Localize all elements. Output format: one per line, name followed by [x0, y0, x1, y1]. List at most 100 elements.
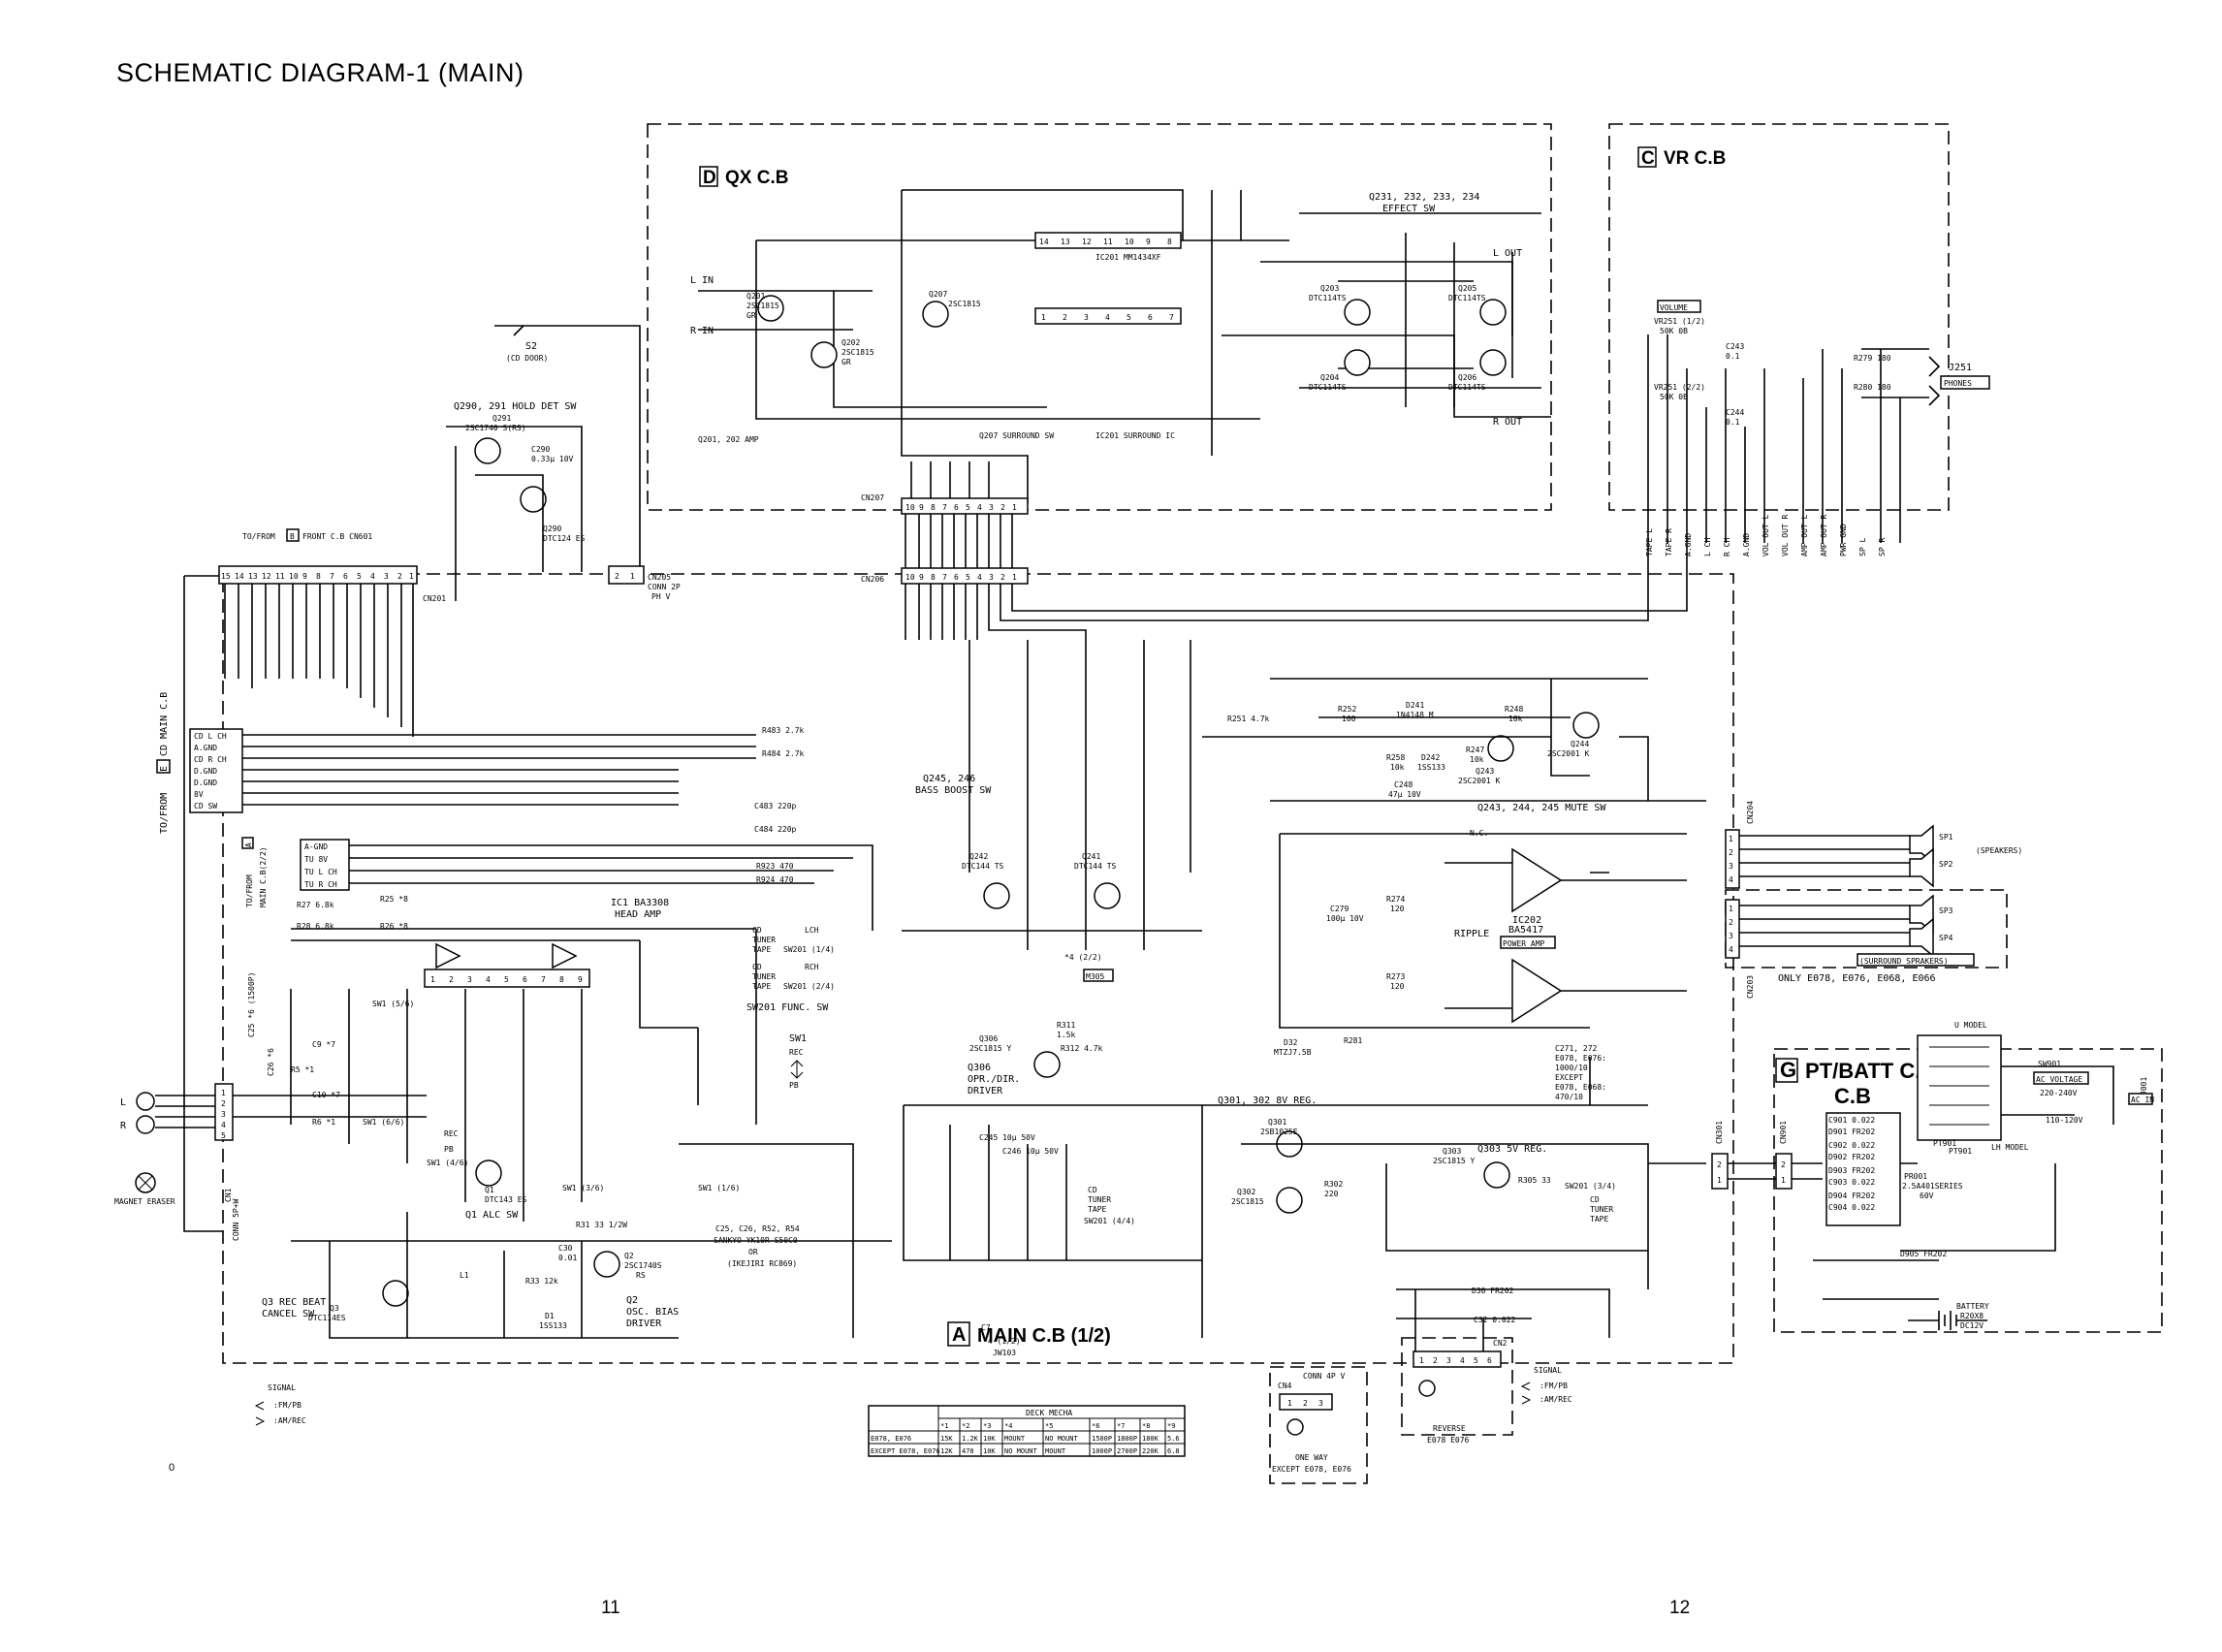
svg-text:DTC114TS: DTC114TS [1448, 383, 1486, 392]
l1-label: L1 [460, 1271, 469, 1280]
r311-val: 1.5k [1057, 1031, 1075, 1039]
svg-text:CN901: CN901 [1779, 1121, 1788, 1144]
r274-label: R274 [1386, 895, 1405, 904]
vr-wiring [1647, 334, 1929, 543]
q303-reg-label: Q303 5V REG. [1477, 1144, 1547, 1155]
mute-wiring [1202, 678, 1706, 802]
deck-table-cell: 470 [962, 1447, 974, 1455]
d32-label: D32 [1284, 1038, 1298, 1047]
c32-label: C32 0.022 [1474, 1316, 1516, 1324]
svg-text:E: E [159, 766, 170, 772]
svg-text:6: 6 [954, 503, 959, 512]
r-out-label: R OUT [1493, 417, 1522, 428]
cn206-connector: CN206 10 9 8 7 6 5 4 3 2 1 [861, 567, 1029, 585]
surround-speakers-label: (SURROUND SPRAKERS) [1857, 953, 1975, 967]
head-amp-label: HEAD AMP [615, 909, 661, 920]
qx-board-title: D QX C.B [699, 166, 788, 188]
ic202-label: IC202 [1512, 915, 1541, 926]
svg-text:DTC143 ES: DTC143 ES [485, 1195, 527, 1204]
svg-text:2: 2 [615, 572, 619, 581]
svg-text:TU R CH: TU R CH [304, 880, 337, 889]
svg-text:(CD DOOR): (CD DOOR) [506, 354, 548, 363]
svg-text:TAPE L: TAPE L [1645, 528, 1654, 556]
svg-text:R: R [120, 1121, 127, 1131]
svg-text:TAPE: TAPE [752, 982, 771, 991]
cn201-wires [224, 584, 414, 737]
page-number-left: 11 [601, 1598, 620, 1618]
d241-val: 1N4148 M [1396, 711, 1434, 719]
sw1-label: SW1 REC PB [789, 1033, 807, 1090]
svg-text:1: 1 [430, 975, 435, 984]
svg-text:Q201: Q201 [746, 292, 765, 301]
ic201-part: IC201 MM1434XF [1095, 253, 1161, 262]
r258-label: R258 [1386, 753, 1405, 762]
svg-text:9: 9 [302, 572, 307, 581]
s2-switch: S2 (CD DOOR) [494, 325, 641, 572]
d241-label: D241 [1406, 701, 1424, 710]
svg-text:REVERSE: REVERSE [1433, 1424, 1466, 1433]
svg-text:11: 11 [275, 572, 285, 581]
svg-text:Q306: Q306 [979, 1034, 998, 1043]
svg-text:3: 3 [1084, 313, 1089, 322]
svg-text:PHONES: PHONES [1944, 379, 1972, 388]
svg-text:10: 10 [905, 503, 915, 512]
c243-val: 0.1 [1726, 352, 1740, 361]
svg-text::AM/REC: :AM/REC [1540, 1395, 1572, 1404]
svg-text:2SC1815 Y: 2SC1815 Y [1433, 1157, 1476, 1165]
svg-text:MAIN C.B (1/2): MAIN C.B (1/2) [977, 1325, 1111, 1347]
deck-table-cell: 5.6 [1167, 1435, 1180, 1443]
svg-text:1: 1 [1729, 905, 1733, 913]
svg-text:DRIVER: DRIVER [968, 1086, 1003, 1096]
cn4-connector: CONN 4P V CN4 1 2 3 ONE WAY EXCEPT E078,… [1272, 1372, 1351, 1474]
deck-table-cell: 1000P [1092, 1447, 1112, 1455]
svg-text:SP R: SP R [1878, 538, 1887, 556]
svg-text:J001: J001 [2140, 1077, 2148, 1096]
svg-text:C902 0.022: C902 0.022 [1828, 1141, 1875, 1150]
svg-text:2SC1815: 2SC1815 [948, 300, 981, 308]
sw1-46-label: SW1 (4/6) [427, 1159, 468, 1167]
svg-text:D901 FR202: D901 FR202 [1828, 1128, 1875, 1136]
r274-val: 120 [1390, 905, 1405, 913]
c248-label: C248 [1394, 780, 1413, 789]
c290-label: C290 [531, 445, 550, 454]
svg-text:2: 2 [1303, 1399, 1308, 1408]
svg-text:AMP OUT R: AMP OUT R [1820, 514, 1828, 556]
cn301-cn901-wires [1728, 1162, 1823, 1180]
cn901-connector: 2 1 CN901 [1775, 1121, 1793, 1190]
sw1-56-label: SW1 (5/6) [372, 1000, 414, 1008]
svg-text:L CH: L CH [1703, 538, 1712, 556]
svg-text:Q3: Q3 [330, 1304, 339, 1313]
svg-text:G: G [1780, 1058, 1796, 1082]
svg-text:CN2: CN2 [1493, 1339, 1508, 1348]
c484-label: C484 220p [754, 825, 797, 834]
q205-transistor: Q205 DTC114TS [1448, 284, 1507, 326]
svg-text:D903 FR202: D903 FR202 [1828, 1166, 1875, 1175]
svg-text:AC VOLTAGE: AC VOLTAGE [2036, 1075, 2082, 1084]
svg-text:L: L [120, 1097, 126, 1108]
svg-text:C.B: C.B [1834, 1084, 1871, 1108]
c7-label: C7 [981, 1323, 991, 1332]
svg-text:PT901: PT901 [1949, 1147, 1972, 1156]
sw201-switch-14: CD TUNER TAPE SW201 (1/4) LCH [752, 926, 835, 954]
svg-text:Q306: Q306 [968, 1063, 991, 1073]
deck-table-cell: NO MOUNT [1045, 1435, 1079, 1443]
svg-text:CD: CD [752, 963, 762, 971]
svg-text:Q205: Q205 [1458, 284, 1476, 293]
sw1-36-label: SW1 (3/6) [562, 1184, 604, 1192]
svg-text:Q301: Q301 [1268, 1118, 1286, 1127]
svg-text:TO/FROM: TO/FROM [245, 874, 254, 907]
svg-text:10: 10 [289, 572, 299, 581]
svg-text:ONE WAY: ONE WAY [1295, 1453, 1328, 1462]
svg-text:Q2: Q2 [624, 1252, 634, 1260]
r279-label: R279 180 [1854, 354, 1891, 363]
ic1-label: IC1 BA3308 [611, 898, 669, 908]
cn203-connector: 1 2 3 4 CN203 [1725, 899, 1755, 999]
c246-label: C246 10µ 50V [1002, 1147, 1059, 1156]
q206-transistor: Q206 DTC114TS [1448, 349, 1507, 392]
svg-text:13: 13 [1061, 238, 1070, 246]
vr-board-outline [1608, 123, 1950, 511]
sw201-switch-44: CD TUNER TAPE SW201 (4/4) [1084, 1186, 1135, 1225]
svg-text:2: 2 [1717, 1160, 1722, 1169]
r-in-label: R IN [690, 326, 714, 336]
svg-text:VOL OUT L: VOL OUT L [1762, 514, 1770, 556]
